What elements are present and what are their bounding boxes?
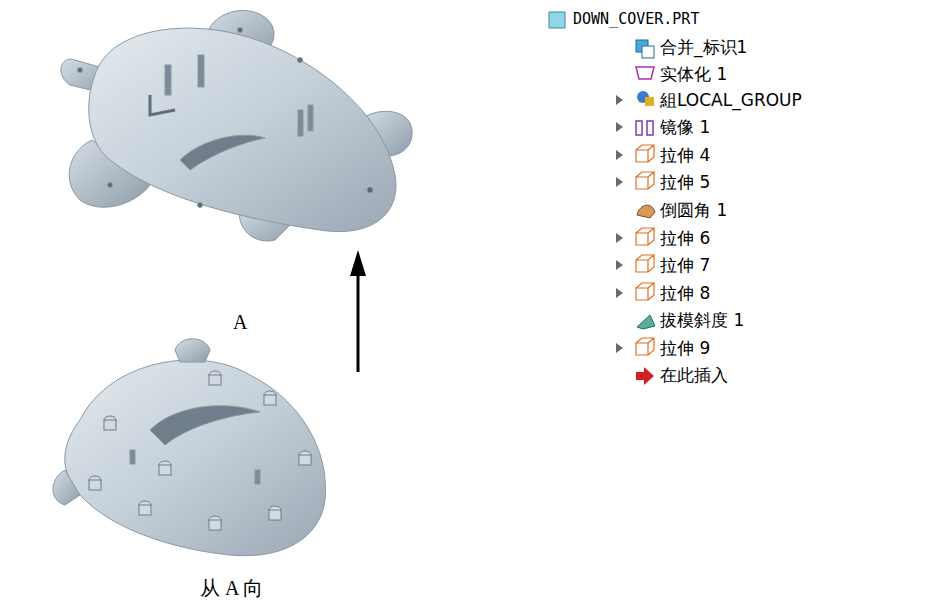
- tree-item: 倒圆角 1: [660, 201, 727, 221]
- tree-item: 拉伸 6: [660, 229, 710, 249]
- tree-item: 拔模斜度 1: [660, 311, 744, 331]
- rib: [198, 55, 204, 87]
- tree-item: 合并_标识1: [660, 38, 747, 58]
- hole: [238, 28, 243, 33]
- bottom-part: [53, 339, 326, 556]
- tree-item: 拉伸 5: [660, 173, 710, 193]
- hole: [198, 203, 203, 208]
- top-part: [61, 10, 412, 240]
- tree-item: 組LOCAL_GROUP: [660, 91, 802, 111]
- tab: [175, 339, 210, 362]
- hole: [298, 58, 303, 63]
- tree-item: 实体化 1: [660, 65, 727, 85]
- tree-item: 镜像 1: [660, 118, 710, 138]
- view-caption: 从 A 向: [200, 577, 263, 600]
- tree-item: 拉伸 4: [660, 146, 710, 166]
- tree-item: 拉伸 8: [660, 284, 710, 304]
- view-letter: A: [233, 311, 247, 334]
- view-arrow: [350, 250, 366, 372]
- body: [89, 28, 396, 231]
- rib: [255, 470, 260, 484]
- tree-item: 拉伸 9: [660, 339, 710, 359]
- rib: [150, 95, 175, 115]
- body: [65, 360, 326, 556]
- tree-item: 拉伸 7: [660, 256, 710, 276]
- opening: [150, 406, 260, 445]
- rib: [130, 450, 135, 464]
- rib: [298, 110, 303, 136]
- hole: [108, 183, 113, 188]
- hole: [367, 187, 373, 193]
- rib: [165, 65, 171, 95]
- tree-item: 在此插入: [660, 366, 728, 386]
- tree-icons: [549, 12, 655, 385]
- rib: [308, 105, 313, 131]
- hole: [78, 68, 83, 73]
- tree-root: DOWN_COVER.PRT: [573, 11, 699, 28]
- tab: [53, 470, 80, 505]
- opening: [180, 135, 265, 170]
